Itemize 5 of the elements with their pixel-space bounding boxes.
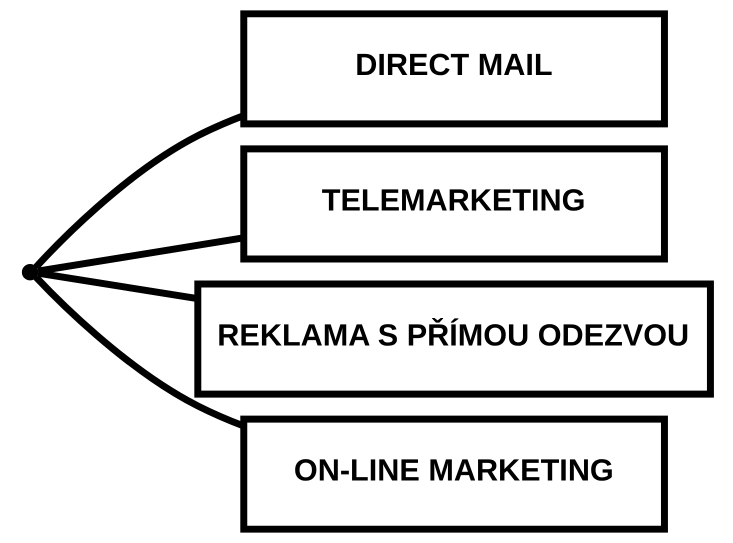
node-box: TELEMARKETING xyxy=(240,145,668,262)
node-box: REKLAMA S PŘÍMOU ODEZVOU xyxy=(194,280,714,398)
node-box: DIRECT MAIL xyxy=(240,10,668,128)
node-box: ON-LINE MARKETING xyxy=(240,416,668,533)
node-point xyxy=(22,264,38,280)
